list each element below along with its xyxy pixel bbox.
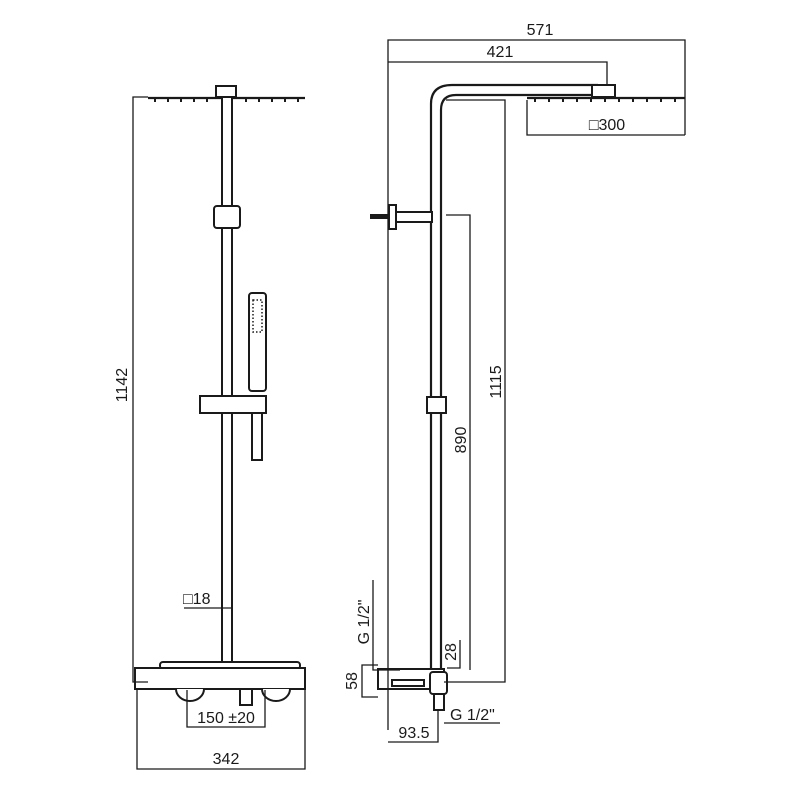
- dim-890: 890: [453, 427, 470, 454]
- dim-line-342: [136, 690, 306, 770]
- dim-1142: 1142: [114, 368, 131, 403]
- rain-head-mount: [215, 85, 237, 98]
- hand-shower-nozzles: [252, 299, 263, 333]
- dim-93-5: 93.5: [398, 725, 429, 742]
- rain-head-side-nozzles: [534, 99, 676, 102]
- dim-line-300: [526, 100, 685, 136]
- dim-421: 421: [487, 44, 514, 61]
- mixer-knob-left: [175, 688, 205, 702]
- hand-shower: [248, 292, 267, 392]
- dim-inlet-spacing: 150 ±20: [197, 710, 255, 727]
- rain-head-connector: [591, 84, 616, 98]
- shower-arm-outer: [429, 83, 598, 668]
- wall-bracket-screw: [370, 214, 389, 219]
- dim-line-1115: [444, 99, 506, 683]
- dim-line-inlet-thread: [372, 580, 400, 671]
- rain-head-nozzles: [154, 99, 299, 102]
- dim-inlet-thread: G 1/2": [356, 600, 373, 645]
- thermostatic-mixer-body: [134, 667, 306, 690]
- dim-line-93-5: [388, 710, 439, 743]
- dim-line-421: [388, 61, 608, 86]
- wall-bracket-arm: [395, 211, 433, 223]
- wall-bracket-flange: [388, 204, 397, 230]
- dim-line-571: [387, 39, 686, 730]
- dim-28: 28: [443, 643, 460, 661]
- shower-arm-inner: [439, 93, 592, 668]
- mixer-inlet-side: [391, 679, 425, 687]
- dim-342: 342: [213, 751, 240, 768]
- mixer-elbow: [429, 671, 448, 695]
- sliding-holder: [199, 395, 267, 414]
- slider-side: [426, 396, 447, 414]
- dim-head-size: □300: [589, 117, 625, 134]
- dim-line-28: [447, 640, 461, 669]
- front-view: 1142 □18 150 ±20 342: [114, 85, 306, 770]
- mixer-knob-right: [261, 688, 291, 702]
- hand-shower-hose: [251, 411, 263, 461]
- mixer-outlet: [239, 688, 253, 706]
- dim-1115: 1115: [488, 365, 505, 398]
- riser-pipe: [221, 96, 233, 669]
- arm-bracket: [213, 205, 241, 229]
- dim-line-890: [446, 214, 471, 670]
- dim-line-58: [361, 664, 378, 698]
- dim-line-150: [186, 690, 266, 728]
- dim-571: 571: [527, 22, 554, 39]
- dim-pipe-section: □18: [183, 591, 211, 608]
- mixer-outlet-thread: [433, 693, 445, 711]
- dim-line-1142: [132, 96, 148, 683]
- dim-58: 58: [344, 672, 361, 690]
- dim-outlet-thread: G 1/2": [450, 707, 495, 724]
- side-view: 571 421 □300 1115 890 28 58 G 1/2" 93.5 …: [344, 22, 686, 743]
